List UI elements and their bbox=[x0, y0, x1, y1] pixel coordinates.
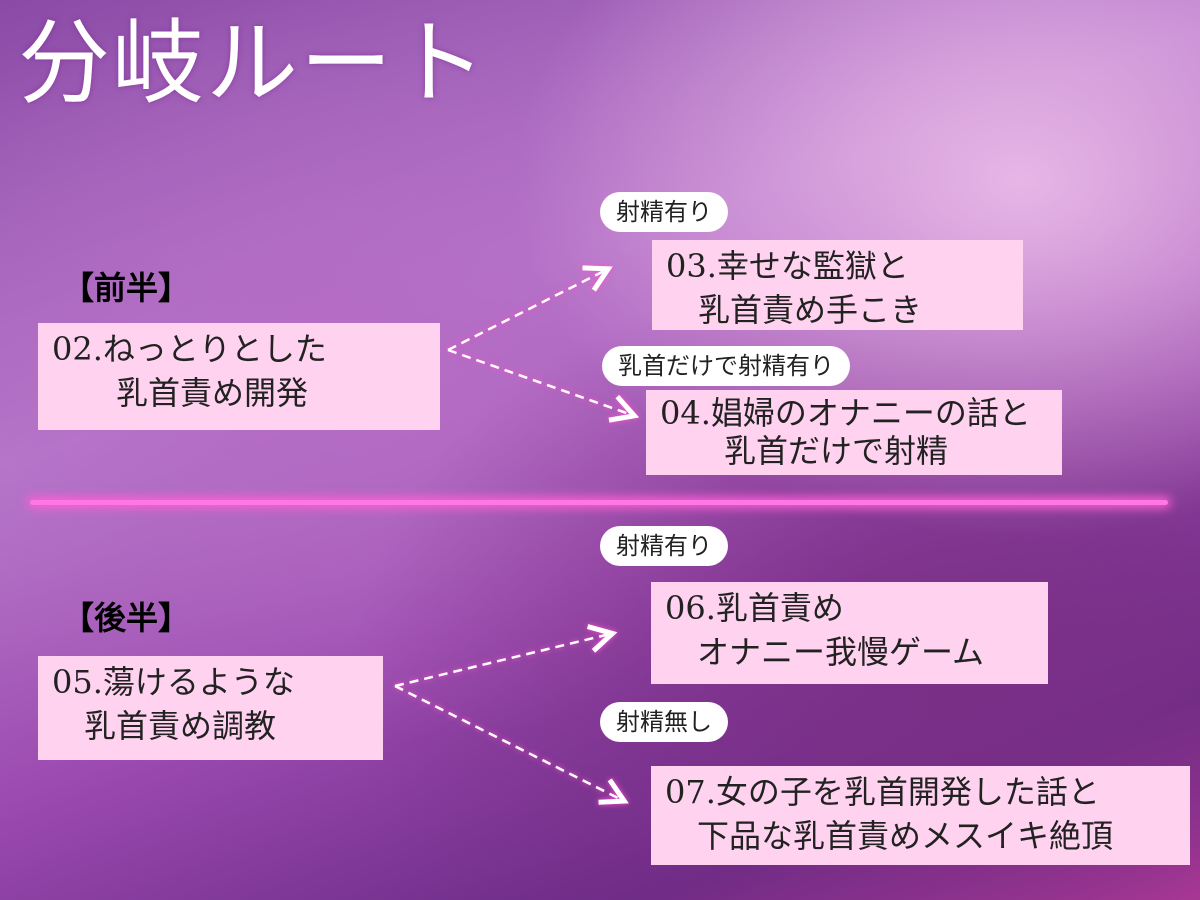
track-03-box: 03.幸せな監獄と 乳首責め手こき bbox=[652, 240, 1023, 330]
track-04-box: 04.娼婦のオナニーの話と 乳首だけで射精 bbox=[646, 390, 1062, 475]
page-title: 分岐ルート bbox=[18, 10, 489, 117]
first-half-label: 【前半】 bbox=[62, 269, 191, 307]
condition-pill-03: 射精有り bbox=[600, 192, 728, 232]
condition-pill-04: 乳首だけで射精有り bbox=[602, 346, 850, 386]
section-divider bbox=[30, 500, 1168, 505]
condition-pill-07: 射精無し bbox=[600, 702, 728, 742]
arrow-05-to-06 bbox=[394, 634, 610, 688]
condition-pill-06: 射精有り bbox=[600, 526, 728, 566]
arrow-02-to-03 bbox=[447, 270, 606, 352]
arrow-05-to-07 bbox=[394, 684, 622, 800]
arrow-02-to-04 bbox=[447, 348, 632, 415]
second-half-label: 【後半】 bbox=[62, 599, 191, 637]
track-02-box: 02.ねっとりとした 乳首責め開発 bbox=[38, 323, 440, 430]
track-07-box: 07.女の子を乳首開発した話と 下品な乳首責めメスイキ絶頂 bbox=[651, 766, 1190, 865]
track-06-box: 06.乳首責め オナニー我慢ゲーム bbox=[651, 582, 1048, 684]
track-05-box: 05.蕩けるような 乳首責め調教 bbox=[38, 656, 383, 760]
